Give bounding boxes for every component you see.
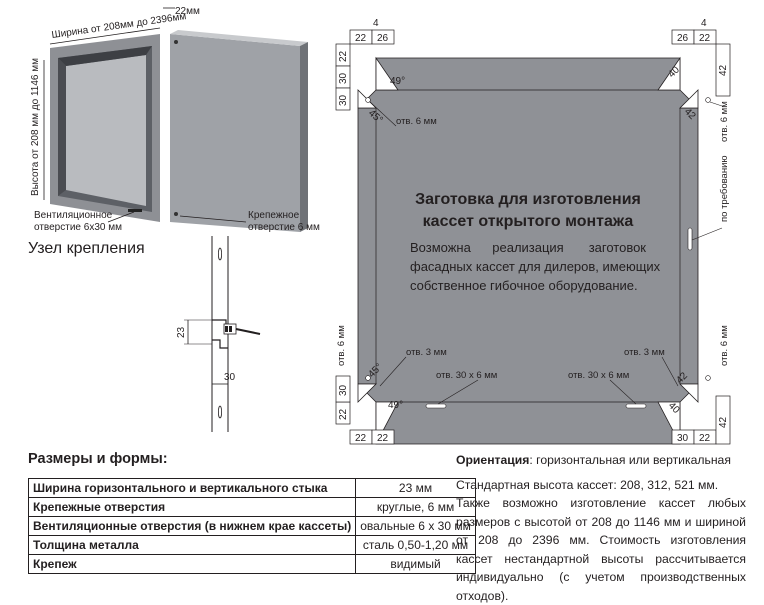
slot-label-left: отв. 30 х 6 мм	[436, 370, 497, 381]
specs-heading: Размеры и формы:	[28, 451, 168, 467]
dim-22-br: 22	[699, 433, 711, 444]
spec-key: Вентиляционные отверстия (в нижнем крае …	[27, 516, 357, 536]
dim-42-rv: 42	[718, 64, 729, 76]
dim-42-rb: 42	[718, 416, 729, 428]
orientation-value: : горизонтальная или вертикальная	[529, 453, 731, 467]
fastening-detail: 23 30	[176, 236, 261, 432]
dim-22-tr: 22	[699, 33, 711, 44]
table-row: Ширина горизонтального и вертикального с…	[27, 478, 476, 498]
blank-title-1: Заготовка для изготовления	[415, 191, 641, 208]
spec-key: Крепеж	[27, 554, 357, 574]
dim-4-tl: 4	[373, 18, 379, 29]
table-row: Толщина металла сталь 0,50-1,20 мм	[27, 535, 476, 555]
vent-label-1: Вентиляционное	[34, 210, 113, 221]
blank-title-2: кассет открытого монтажа	[423, 213, 634, 230]
table-row: Крепежные отверстия круглые, 6 мм	[27, 497, 476, 517]
orientation-label: Ориентация	[456, 453, 530, 467]
mount-label-2: отверстие 6 мм	[248, 222, 320, 233]
cassette-frame-right	[170, 34, 300, 232]
dim-22-lb: 22	[338, 408, 349, 420]
dim-23: 23	[176, 326, 187, 338]
height-label: Высота от 208 мм до 1146 мм	[30, 58, 41, 196]
vent-slot	[425, 403, 447, 409]
notes-paragraph: Также возможно изготовление кассет любых…	[456, 496, 746, 603]
cassette-illustration: Ширина от 208мм до 2396мм 22мм Высота от…	[30, 6, 320, 233]
vent-label-2: отверстие 6х30 мм	[34, 222, 122, 233]
dim-30-lv: 30	[338, 72, 349, 84]
dim-30: 30	[224, 372, 236, 383]
hole-3-label-left: отв. 3 мм	[406, 347, 447, 358]
vent-slot	[625, 403, 647, 409]
dim-4-tr: 4	[701, 18, 707, 29]
spec-key: Толщина металла	[27, 535, 357, 555]
dim-30-lv2: 30	[338, 94, 349, 106]
width-label: Ширина от 208мм до 2396мм	[51, 11, 187, 41]
angle-49-bl: 49°	[388, 400, 403, 411]
spec-key: Ширина горизонтального и вертикального с…	[27, 478, 357, 498]
dim-26-tl: 26	[377, 33, 389, 44]
mount-hole	[174, 212, 178, 216]
blank-body-3: собственное гибочное оборудование.	[410, 278, 638, 293]
dim-30-lb: 30	[338, 384, 349, 396]
spec-key: Крепежные отверстия	[27, 497, 357, 517]
hole-6-vert-label-r: отв. 6 мм	[719, 325, 730, 366]
notes-block: Ориентация: горизонтальная или вертикаль…	[456, 451, 746, 605]
hole-6	[705, 375, 711, 381]
table-row: Крепеж видимый	[27, 554, 476, 574]
detail-title: Узел крепления	[28, 240, 145, 257]
hole-3-label-right: отв. 3 мм	[624, 347, 665, 358]
dim-22-tl: 22	[355, 33, 367, 44]
hole-6	[365, 97, 371, 103]
spec-value: видимый	[355, 554, 476, 574]
hole-6-label: отв. 6 мм	[396, 116, 437, 127]
dim-22-bl2: 22	[377, 433, 389, 444]
side-slot	[687, 227, 693, 251]
hole-6	[365, 375, 371, 381]
blank-body-1c: заготовок	[589, 240, 647, 255]
standard-height: Стандартная высота кассет: 208, 312, 521…	[456, 477, 719, 492]
spec-value: сталь 0,50-1,20 мм	[355, 535, 476, 555]
as-needed-label: по требованию	[719, 155, 730, 222]
mount-label-1: Крепежное	[248, 210, 300, 221]
blank-body-1a: Возможна	[410, 240, 472, 255]
depth-label: 22мм	[175, 6, 200, 17]
vent-slot	[128, 209, 142, 212]
mount-hole	[174, 40, 178, 44]
specs-table: Ширина горизонтального и вертикального с…	[27, 478, 476, 574]
hole-6-vert-label: отв. 6 мм	[719, 101, 730, 142]
slot-label-right: отв. 30 х 6 мм	[568, 370, 629, 381]
blank-body-1b: реализация	[492, 240, 563, 255]
dim-30-br: 30	[677, 433, 689, 444]
table-row: Вентиляционные отверстия (в нижнем крае …	[27, 516, 476, 536]
dim-26-tr: 26	[677, 33, 689, 44]
dim-22-bl: 22	[355, 433, 367, 444]
blank-drawing: 4 4 22 26 26 22 22 22 30 22 22 30 30 42 …	[335, 18, 731, 445]
angle-49-tl: 49°	[390, 76, 405, 87]
orientation-line: Ориентация: горизонтальная или вертикаль…	[456, 451, 746, 470]
blank-body-2: фасадных кассет для дилеров, имеющих	[410, 259, 661, 274]
hole-6	[705, 97, 711, 103]
spec-value: круглые, 6 мм	[355, 497, 476, 517]
hole-6-vert-label-l: отв. 6 мм	[336, 325, 347, 366]
dim-22-lv: 22	[338, 50, 349, 62]
